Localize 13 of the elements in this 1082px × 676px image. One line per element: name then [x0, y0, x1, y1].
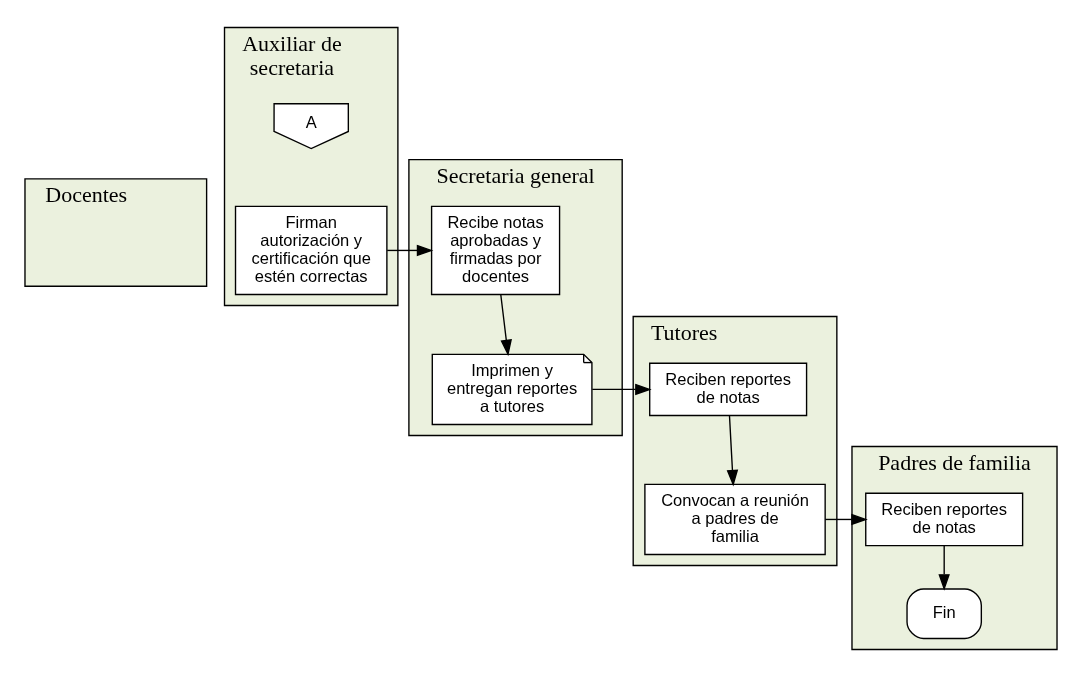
arrow [500, 293, 512, 356]
arrow [386, 244, 434, 256]
node-box: Fin [906, 587, 983, 639]
node-box: Reciben reportes de notas [865, 492, 1024, 546]
node-box: Reciben reportes de notas [649, 362, 808, 416]
node-box: Convocan a reunión a padres de familia [644, 483, 826, 555]
arrow [591, 383, 652, 395]
node-box: Recibe notas aprobadas y firmadas por docentes [430, 205, 561, 295]
arrow [824, 513, 868, 525]
node-box: Docentes [24, 177, 208, 287]
arrow [938, 544, 950, 591]
arrow [726, 414, 739, 486]
node-box: Firman autorización y certificación que estén correctas [234, 205, 388, 295]
